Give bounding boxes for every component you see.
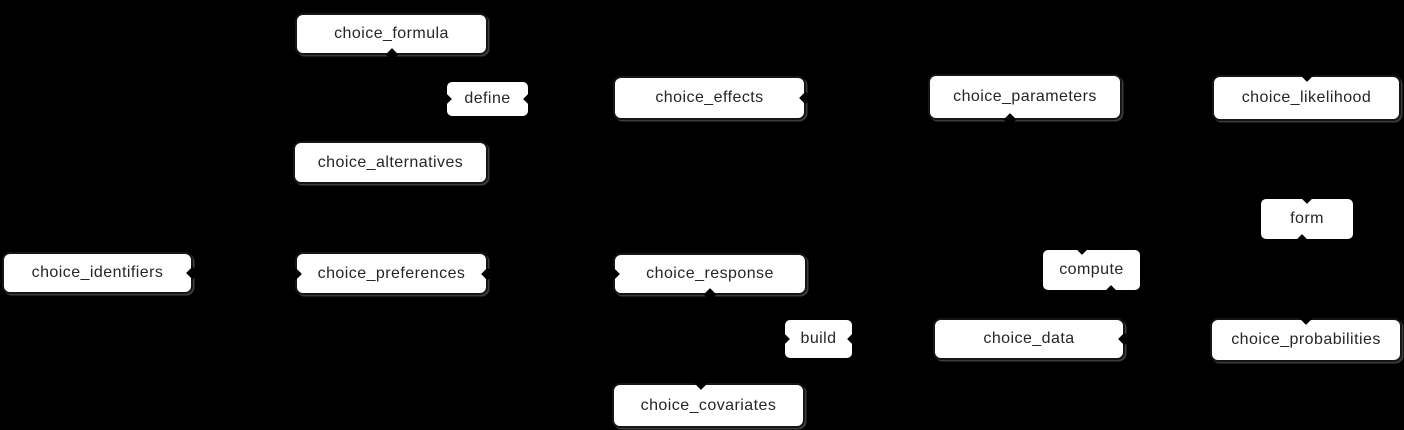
node-choice-parameters: choice_parameters [928, 74, 1122, 126]
node-label: choice_probabilities [1231, 331, 1381, 348]
node-label: choice_data [983, 330, 1075, 347]
node-label: choice_preferences [317, 264, 466, 282]
edge-label-text: compute [1059, 261, 1124, 278]
node-choice-response: choice_response [607, 253, 807, 301]
edge-label-build: build [777, 320, 860, 358]
node-choice-effects: choice_effects [613, 76, 812, 120]
edge-label-text: build [800, 330, 837, 347]
node-choice-probabilities: choice_probabilities [1210, 312, 1402, 362]
node-choice-identifiers: choice_identifiers [2, 252, 199, 294]
node-choice-covariates: choice_covariates [612, 377, 805, 428]
node-label: choice_formula [334, 25, 449, 42]
node-label: choice_identifiers [31, 264, 164, 281]
node-label: choice_effects [655, 89, 764, 106]
edge-label-compute: compute [1043, 242, 1140, 298]
edge-label-text: define [464, 90, 511, 107]
node-label: choice_parameters [953, 88, 1097, 105]
edge-label-form: form [1261, 191, 1353, 247]
node-choice-formula: choice_formula [295, 13, 488, 61]
node-choice-preferences: choice_preferences [289, 252, 494, 295]
edge-label-define: define [439, 82, 536, 116]
node-label: choice_covariates [640, 396, 777, 414]
node-label: choice_likelihood [1241, 89, 1372, 106]
node-choice-data: choice_data [933, 318, 1131, 360]
node-label: choice_alternatives [317, 153, 464, 171]
node-choice-alternatives: choice_alternatives [293, 141, 488, 184]
node-choice-likelihood: choice_likelihood [1212, 69, 1401, 121]
edge-label-text: form [1290, 210, 1324, 227]
node-label: choice_response [646, 265, 774, 282]
